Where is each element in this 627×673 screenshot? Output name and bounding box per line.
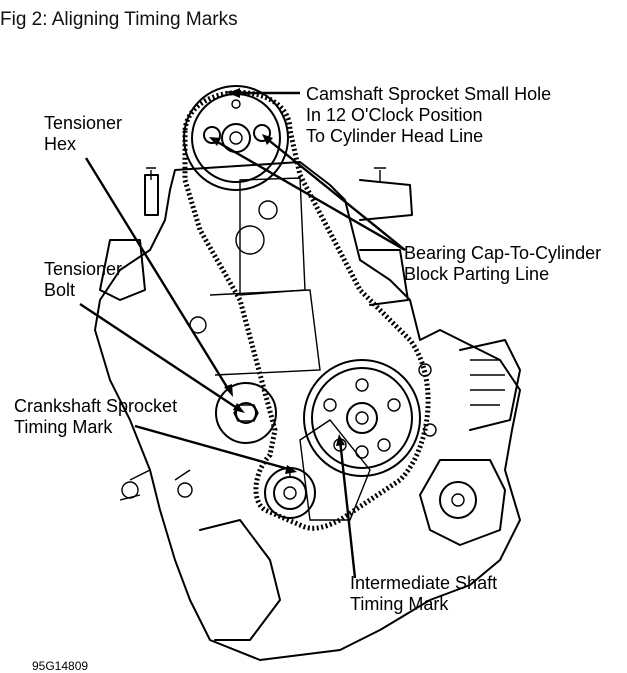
engine-block: [94, 161, 521, 661]
callout-intermediate-line-2: Timing Mark: [350, 594, 449, 614]
callout-crankshaft: Crankshaft Sprocket Timing Mark: [14, 396, 177, 438]
callout-bearing-cap-line-1: Bearing Cap-To-Cylinder: [404, 243, 602, 263]
callout-camshaft: Camshaft Sprocket Small Hole In 12 O'Clo…: [306, 84, 551, 147]
callout-camshaft-line-3: To Cylinder Head Line: [306, 126, 484, 146]
callout-bearing-cap-line-2: Block Parting Line: [404, 264, 550, 284]
callout-intermediate: Intermediate Shaft Timing Mark: [350, 573, 497, 615]
figure-caption: Fig 2: Aligning Timing Marks: [0, 9, 238, 30]
callout-bearing-cap: Bearing Cap-To-Cylinder Block Parting Li…: [404, 243, 601, 285]
callout-tensioner-bolt-line-1: Tensioner: [44, 259, 123, 279]
intermediate-sprocket: [303, 359, 421, 477]
callout-camshaft-line-2: In 12 O'Clock Position: [306, 105, 483, 125]
callout-tensioner-hex-line-2: Hex: [44, 134, 77, 154]
camshaft-sprocket: [183, 85, 289, 191]
callout-tensioner-hex: Tensioner Hex: [44, 113, 122, 155]
callout-tensioner-bolt-line-2: Bolt: [44, 280, 76, 300]
callout-tensioner-bolt: Tensioner Bolt: [44, 259, 122, 301]
leader-lines: [79, 88, 406, 579]
figure-id: 95G14809: [32, 659, 89, 673]
callout-camshaft-line-1: Camshaft Sprocket Small Hole: [306, 84, 552, 104]
crankshaft-sprocket: [264, 467, 316, 519]
tensioner-pulley: [215, 382, 277, 444]
timing-belt: [182, 90, 431, 531]
callout-tensioner-hex-line-1: Tensioner: [44, 113, 123, 133]
callout-intermediate-line-1: Intermediate Shaft: [350, 573, 498, 593]
callout-crankshaft-line-1: Crankshaft Sprocket: [14, 396, 178, 416]
callout-crankshaft-line-2: Timing Mark: [14, 417, 113, 437]
